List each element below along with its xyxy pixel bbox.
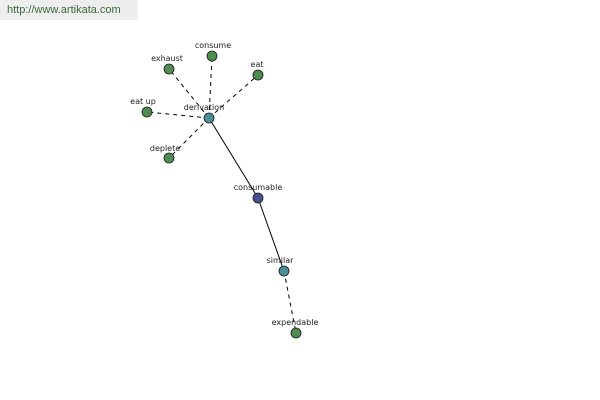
node-deplete[interactable]: deplete — [150, 144, 180, 164]
edge-derivation-deplete — [168, 117, 210, 159]
node-consumable[interactable]: consumable — [234, 183, 283, 204]
node-dot[interactable] — [278, 265, 290, 277]
edge-similar-expendable — [283, 270, 297, 334]
edge-derivation-consume — [208, 55, 213, 119]
node-consume[interactable]: consume — [195, 41, 231, 62]
node-label: exhaust — [151, 54, 183, 63]
edge-derivation-eat — [208, 74, 259, 119]
node-label: expendable — [272, 318, 319, 327]
node-expendable[interactable]: expendable — [272, 318, 319, 339]
edges-layer — [146, 55, 297, 334]
site-url[interactable]: http://www.artikata.com — [0, 0, 138, 20]
node-dot[interactable] — [252, 69, 264, 81]
edge-consumable-similar — [257, 197, 285, 272]
node-dot[interactable] — [203, 112, 215, 124]
node-label: similar — [267, 256, 295, 265]
node-dot[interactable] — [206, 50, 218, 62]
node-exhaust[interactable]: exhaust — [151, 54, 183, 75]
edge-consumable-derivation — [208, 117, 259, 199]
node-dot[interactable] — [163, 152, 175, 164]
node-derivation[interactable]: derivation — [184, 103, 224, 124]
node-eat-up[interactable]: eat up — [130, 97, 156, 118]
nodes-layer: exhaust consume eat eat up deplete derivation… — [130, 41, 319, 339]
node-dot[interactable] — [290, 327, 302, 339]
node-eat[interactable]: eat — [251, 60, 264, 81]
edge-derivation-exhaust — [168, 68, 210, 119]
node-label: eat — [251, 60, 264, 69]
node-dot[interactable] — [141, 106, 153, 118]
node-label: deplete — [150, 144, 180, 153]
node-label: derivation — [184, 103, 224, 112]
node-dot[interactable] — [252, 192, 264, 204]
node-similar[interactable]: similar — [267, 256, 295, 277]
node-dot[interactable] — [163, 63, 175, 75]
node-label: consume — [195, 41, 231, 50]
node-label: consumable — [234, 183, 283, 192]
node-label: eat up — [130, 97, 156, 106]
edge-derivation-eat_up — [146, 111, 210, 119]
